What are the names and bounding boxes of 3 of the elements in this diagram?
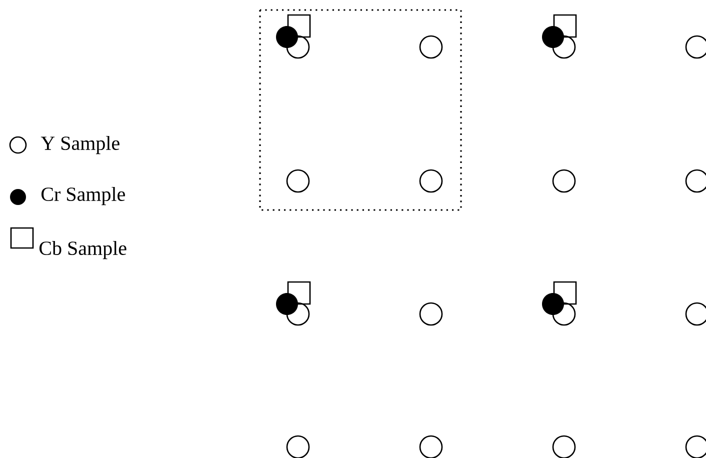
legend-label: Y Sample [40,136,120,154]
legend-label: Cr Sample [41,186,125,206]
legend-label: Cb Sample [39,240,126,260]
